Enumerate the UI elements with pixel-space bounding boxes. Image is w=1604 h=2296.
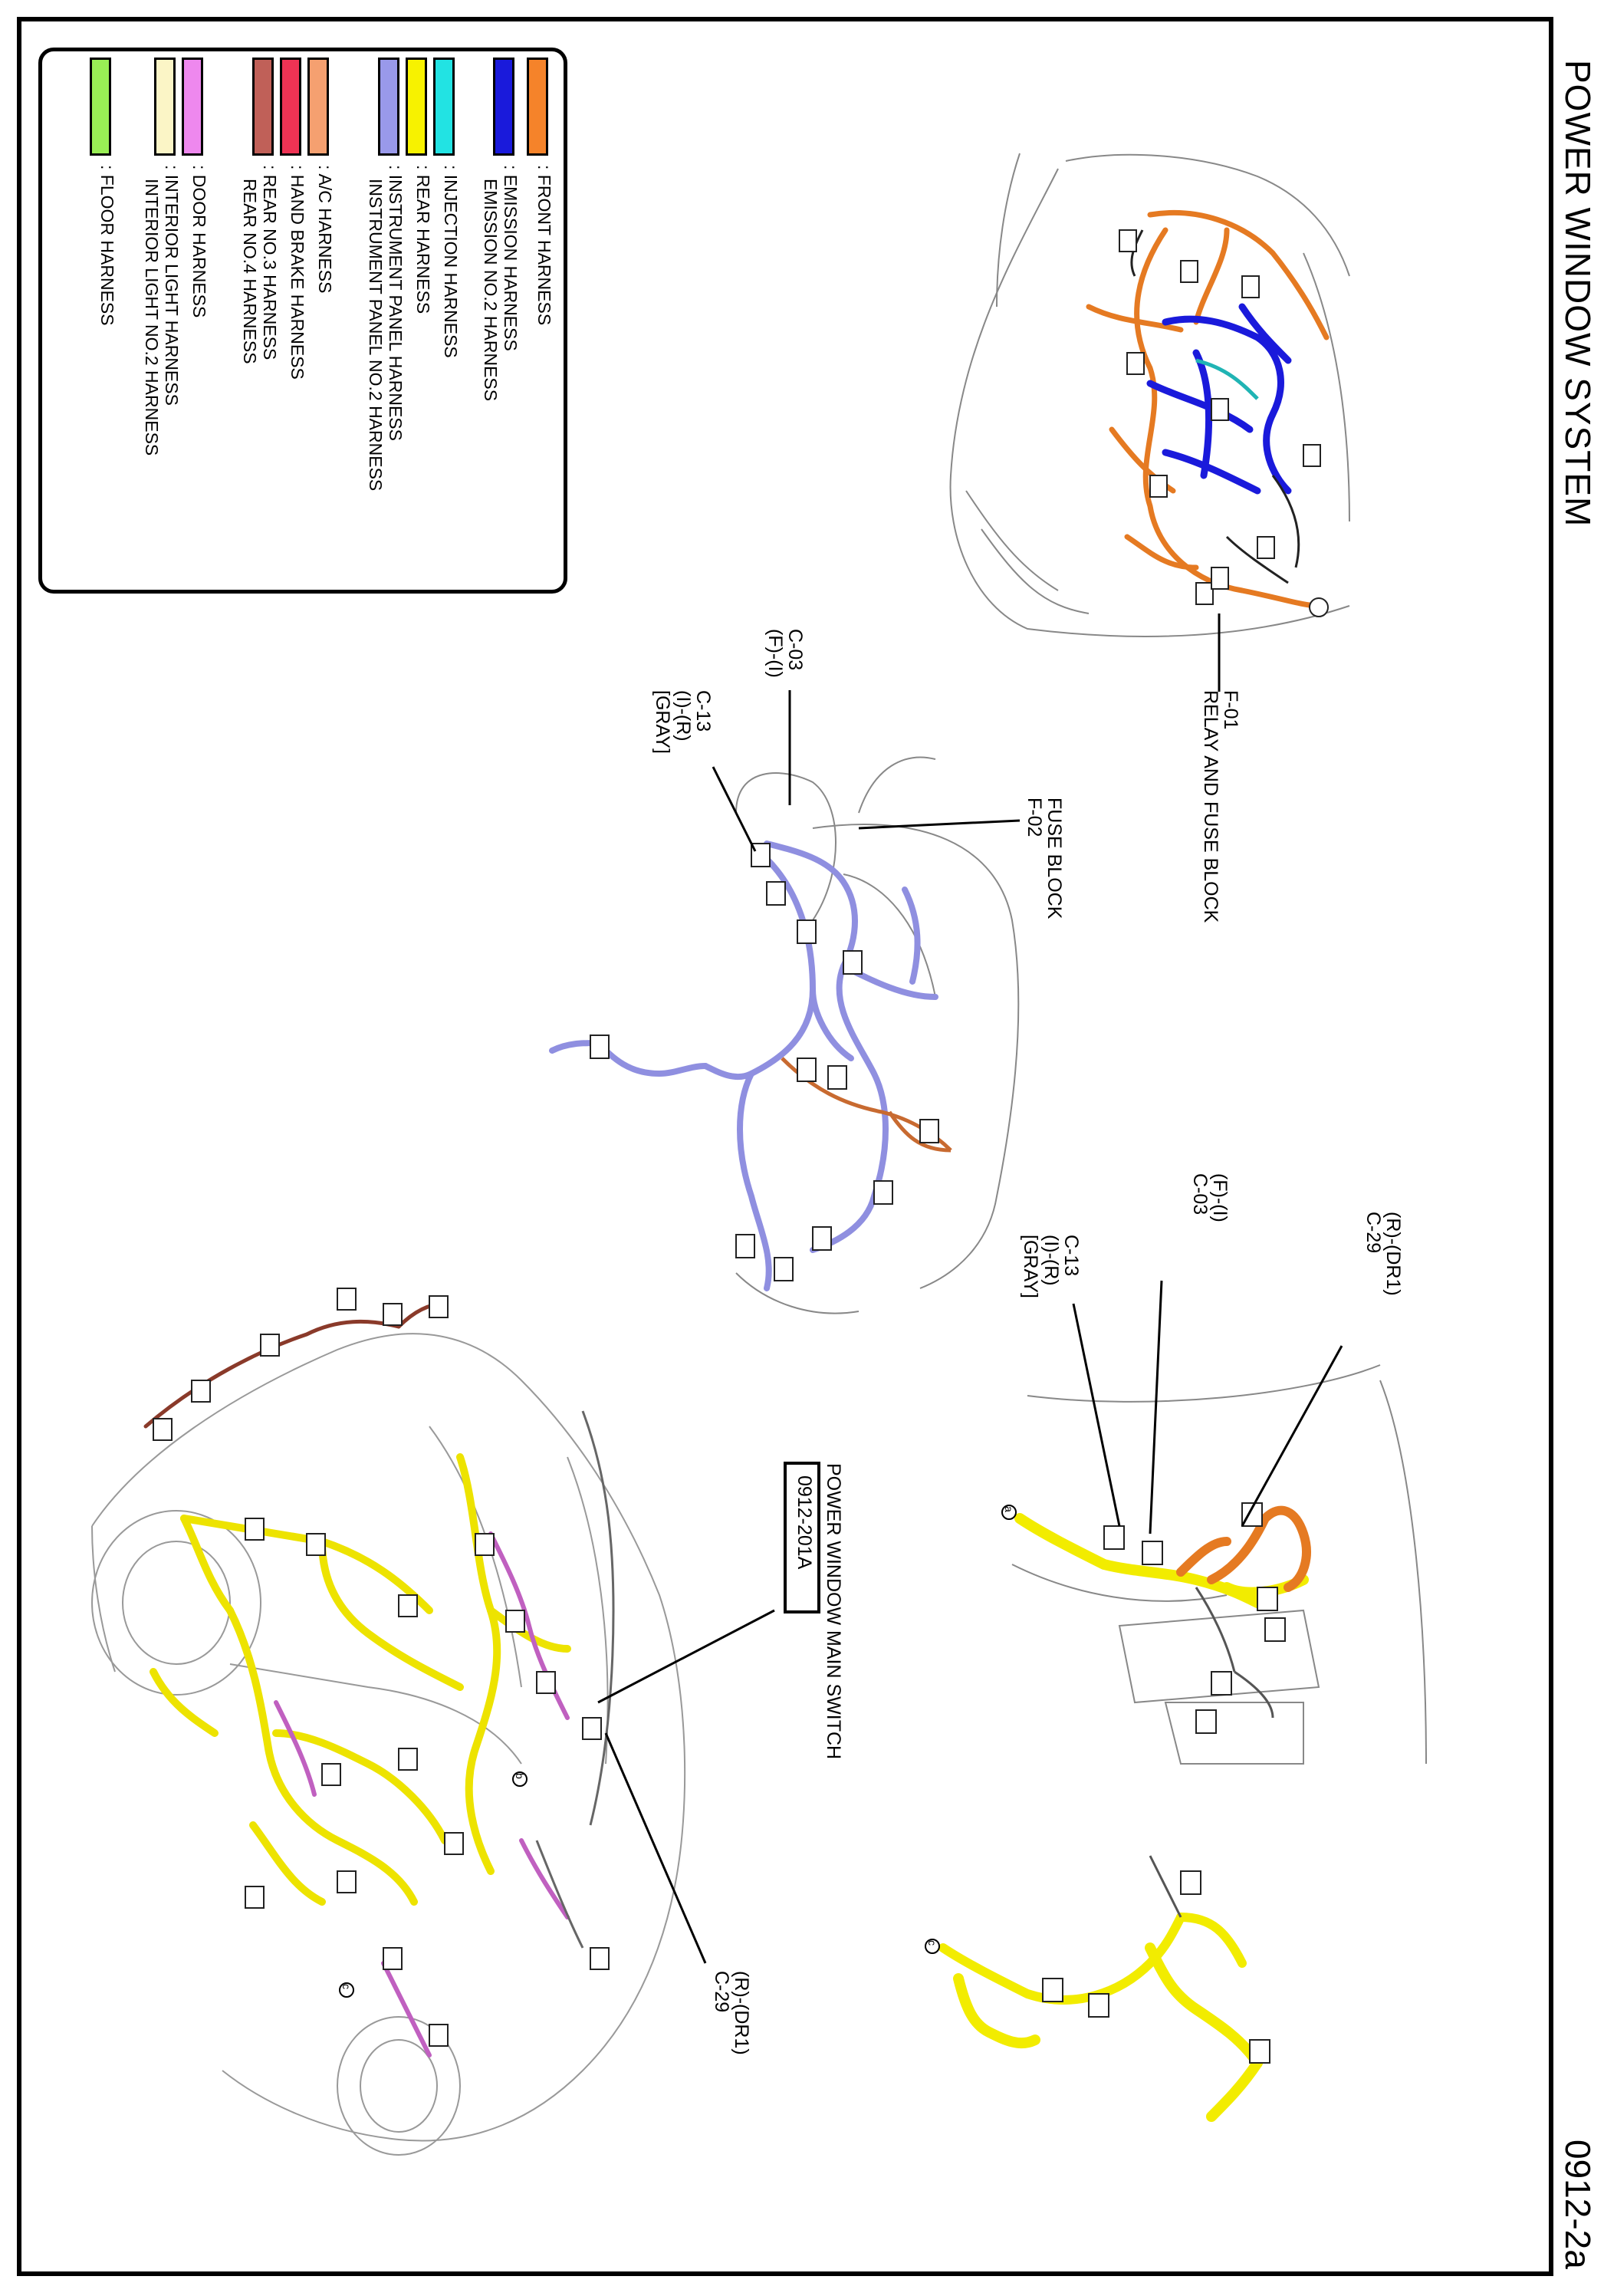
rear-harness-lines-body: [150, 1453, 571, 1906]
callout-f01-name: RELAY AND FUSE BLOCK: [1199, 690, 1221, 923]
marker-c-body-label: c: [340, 1984, 353, 1989]
callout-c13-right-pos: (I)-(R): [1040, 1235, 1062, 1286]
legend-swatch-hand-brake-harness: [280, 58, 301, 156]
legend-swatch-rear-harness: [406, 58, 427, 156]
marker-b-body-label: b: [514, 1773, 526, 1779]
legend-label-interior-light-harness: : INTERIOR LIGHT HARNESS: [162, 165, 182, 406]
callout-c03-left-pos: (F)-(I): [764, 629, 786, 678]
callout-c03-left-code: C-03: [784, 629, 806, 671]
callout-c29-bottom: (R)-(DR1) C-29: [710, 1971, 752, 2055]
callout-f02-code: F-02: [1023, 798, 1045, 837]
legend-swatch-floor-harness: [90, 58, 111, 156]
callout-c29-bottom-pos: (R)-(DR1): [731, 1971, 752, 2055]
callout-c03-left: C-03 (F)-(I): [764, 629, 806, 678]
rear-harness-lines-detail: [953, 1513, 1309, 2122]
legend-label-rear-no4-harness: REAR NO.4 HARNESS: [240, 179, 260, 364]
callout-c03-right-pos: (F)-(I): [1209, 1173, 1231, 1222]
injection-harness-lines: [1195, 358, 1259, 400]
legend-swatch-ac-harness: [307, 58, 329, 156]
page-frame: [17, 17, 1553, 2276]
callout-c13-left-color: [GRAY]: [652, 690, 674, 754]
callout-main-switch-name: POWER WINDOW MAIN SWITCH: [823, 1463, 844, 1760]
marker-c-detail-label: c: [926, 1940, 938, 1946]
legend-label-instrument-panel-no2-harness: INSTRUMENT PANEL NO.2 HARNESS: [366, 179, 386, 492]
callout-c13-left-pos: (I)-(R): [672, 690, 694, 742]
callout-c29-bottom-code: C-29: [710, 1971, 732, 2013]
rear-detail-drawing: [1011, 1364, 1427, 1765]
legend-swatch-rear-no3-harness: [252, 58, 274, 156]
callout-c29-right-code: C-29: [1362, 1212, 1384, 1254]
legend-label-front-harness: : FRONT HARNESS: [534, 165, 554, 326]
instrument-panel-drawing: [735, 756, 1020, 1314]
callout-c13-right: C-13 (I)-(R) [GRAY]: [1020, 1235, 1083, 1298]
vehicle-body-drawing: [91, 1333, 686, 2156]
harness-color-legend: : FRONT HARNESS : EMISSION HARNESS EMISS…: [38, 48, 567, 594]
legend-label-injection-harness: : INJECTION HARNESS: [441, 165, 461, 358]
legend-label-hand-brake-harness: : HAND BRAKE HARNESS: [288, 165, 307, 380]
engine-compartment-drawing: [949, 153, 1350, 637]
front-harness-lines: [1086, 210, 1330, 609]
marker-b-body: [512, 1771, 528, 1787]
marker-a-detail: [1001, 1505, 1017, 1520]
legend-swatch-interior-light-harness: [154, 58, 176, 156]
legend-label-ac-harness: : A/C HARNESS: [315, 165, 335, 294]
legend-label-interior-light-no2-harness: INTERIOR LIGHT NO.2 HARNESS: [142, 179, 162, 456]
marker-a-detail-label: a: [1003, 1506, 1015, 1512]
legend-label-emission-harness: : EMISSION HARNESS: [501, 165, 521, 351]
legend-label-door-harness: : DOOR HARNESS: [189, 165, 209, 318]
callout-c13-left: C-13 (I)-(R) [GRAY]: [652, 690, 715, 754]
callout-main-switch-ref-box: 0912-201A: [784, 1462, 820, 1613]
callout-c13-left-code: C-13: [692, 690, 714, 732]
callout-main-switch-ref: 0912-201A: [794, 1475, 815, 1570]
instrument-panel-harness-lines: [549, 840, 938, 1291]
legend-label-instrument-panel-harness: : INSTRUMENT PANEL HARNESS: [386, 165, 406, 441]
legend-swatch-door-harness: [182, 58, 203, 156]
callout-c13-right-code: C-13: [1060, 1235, 1082, 1277]
legend-swatch-instrument-panel-harness: [378, 58, 399, 156]
legend-swatch-emission-harness: [493, 58, 514, 156]
callout-f02: FUSE BLOCK F-02: [1024, 798, 1065, 919]
callout-f01-code: F-01: [1220, 690, 1241, 730]
marker-c-body: [339, 1982, 354, 1998]
callout-f02-name: FUSE BLOCK: [1044, 798, 1065, 919]
legend-label-emission-no2-harness: EMISSION NO.2 HARNESS: [481, 179, 501, 402]
emission-harness-lines: [1146, 303, 1292, 495]
marker-c-detail: [925, 1939, 940, 1954]
callout-f01: F-01 RELAY AND FUSE BLOCK: [1199, 690, 1241, 923]
callout-c29-right-pos: (R)-(DR1): [1382, 1212, 1404, 1296]
callout-c13-right-color: [GRAY]: [1020, 1235, 1042, 1298]
legend-label-rear-harness: : REAR HARNESS: [413, 165, 433, 314]
callout-c03-right: (F)-(I) C-03: [1188, 1173, 1231, 1222]
callout-c29-right: (R)-(DR1) C-29: [1362, 1212, 1404, 1296]
legend-label-rear-no3-harness: : REAR NO.3 HARNESS: [260, 165, 280, 360]
callout-c03-right-code: C-03: [1188, 1173, 1211, 1215]
legend-swatch-injection-harness: [433, 58, 455, 156]
legend-swatch-front-harness: [527, 58, 548, 156]
legend-label-floor-harness: : FLOOR HARNESS: [97, 165, 117, 326]
leader-lines: [597, 613, 1343, 1964]
